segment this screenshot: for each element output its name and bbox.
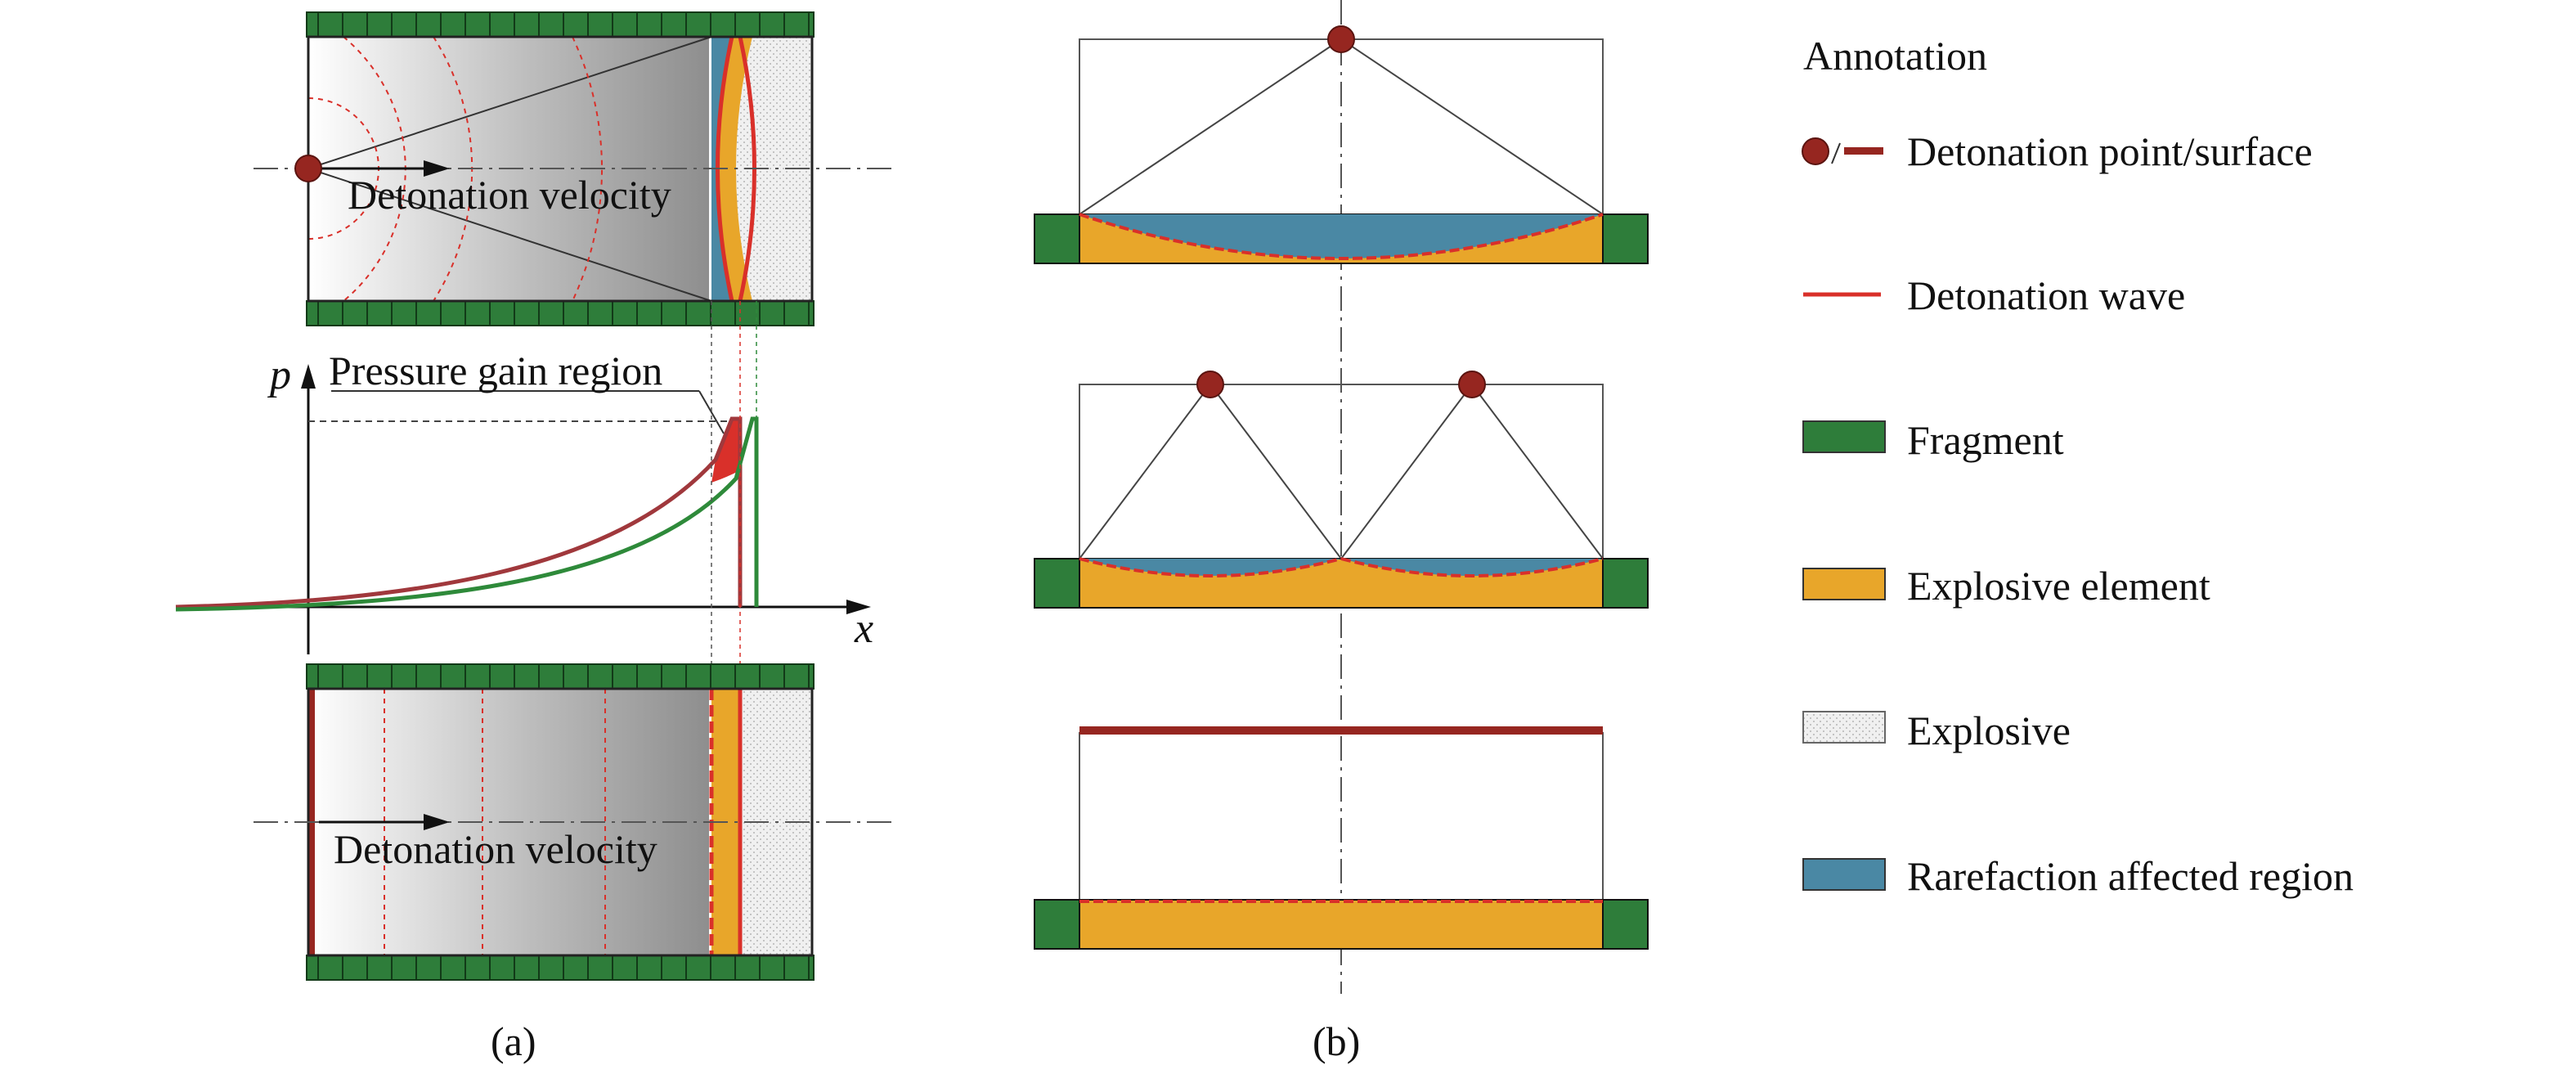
legend-explosive-icon (1802, 711, 1886, 744)
leader-line-2 (698, 390, 725, 434)
cylinder-bottom: Detonation velocity (254, 663, 891, 981)
legend-title: Annotation (1803, 33, 1987, 79)
fragment-strip-top-1 (306, 11, 815, 38)
label-detonation-velocity-top: Detonation velocity (348, 172, 671, 218)
detonation-point-2b (1458, 371, 1486, 398)
wave-arc-4 (572, 36, 603, 302)
frame-2 (1079, 384, 1604, 559)
wave-1 (1079, 213, 1604, 260)
detonation-point-2a (1196, 371, 1224, 398)
fragment-strip-bottom-1 (306, 663, 815, 690)
velocity-arrowhead-top (424, 160, 450, 177)
fragment-strip-bottom-2 (306, 955, 815, 981)
legend-detonation-surface-icon (1844, 147, 1883, 155)
ray-2d (1471, 384, 1604, 559)
fragment-1-left (1034, 213, 1080, 264)
pressure-gain-label: Pressure gain region (329, 348, 662, 393)
ray-1b (1340, 38, 1604, 215)
ray-2b (1209, 384, 1342, 559)
axis-x-arrow (846, 600, 871, 614)
curve-red (175, 416, 743, 609)
config-two-points (1034, 371, 1649, 609)
caption-a: (a) (491, 1018, 536, 1064)
fragment-3-left (1034, 899, 1080, 950)
axis-y-arrow (301, 364, 316, 389)
legend-detonation-point-icon (1802, 137, 1829, 165)
caption-b: (b) (1313, 1018, 1360, 1064)
detonation-point-a (294, 155, 322, 182)
legend-slash-icon (1831, 142, 1841, 164)
legend-label-explosive-element: Explosive element (1907, 563, 2210, 609)
pressure-gain-region (711, 419, 740, 483)
panel-b: (b) (1034, 0, 1649, 1064)
ray-2c (1340, 384, 1473, 559)
legend-rarefaction-icon (1802, 858, 1886, 891)
fragment-3-right (1602, 899, 1649, 950)
detonation-point-1 (1327, 25, 1355, 53)
legend-explosive-element-icon (1802, 568, 1886, 600)
legend-label-detonation-wave: Detonation wave (1907, 272, 2185, 318)
detonation-surface-b (1079, 726, 1603, 735)
ray-2a (1079, 384, 1211, 559)
label-detonation-velocity-bottom: Detonation velocity (334, 826, 657, 872)
config-single-point (1034, 25, 1649, 264)
rarefaction-region-top (711, 37, 732, 301)
wave-line-lower (307, 168, 712, 302)
axis-x-label: x (854, 605, 873, 652)
legend-label-fragment: Fragment (1907, 417, 2064, 463)
fragment-2-right (1602, 558, 1649, 609)
cylinder-top: Detonation velocity (254, 11, 891, 326)
wave-2a (1079, 557, 1342, 577)
velocity-arrowhead-bottom (424, 814, 450, 830)
wave-line-upper (307, 36, 712, 169)
fragment-2-left (1034, 558, 1080, 609)
explosive-element-3 (1079, 899, 1604, 950)
fragment-1-right (1602, 213, 1649, 264)
curve-green (175, 416, 759, 612)
legend-label-rarefaction: Rarefaction affected region (1907, 853, 2354, 899)
config-surface (1034, 726, 1649, 950)
fragment-strip-top-2 (306, 300, 815, 326)
pressure-plot: p x Pressure gain region (175, 301, 873, 689)
ray-1a (1079, 38, 1342, 215)
legend-label-detonation-point: Detonation point/surface (1907, 128, 2313, 174)
wave-2b (1340, 557, 1604, 577)
axis-y-label: p (267, 352, 291, 398)
legend: Annotation Detonation point/surface Deto… (1802, 33, 2354, 899)
legend-fragment-icon (1802, 420, 1886, 453)
legend-label-explosive: Explosive (1907, 708, 2071, 753)
